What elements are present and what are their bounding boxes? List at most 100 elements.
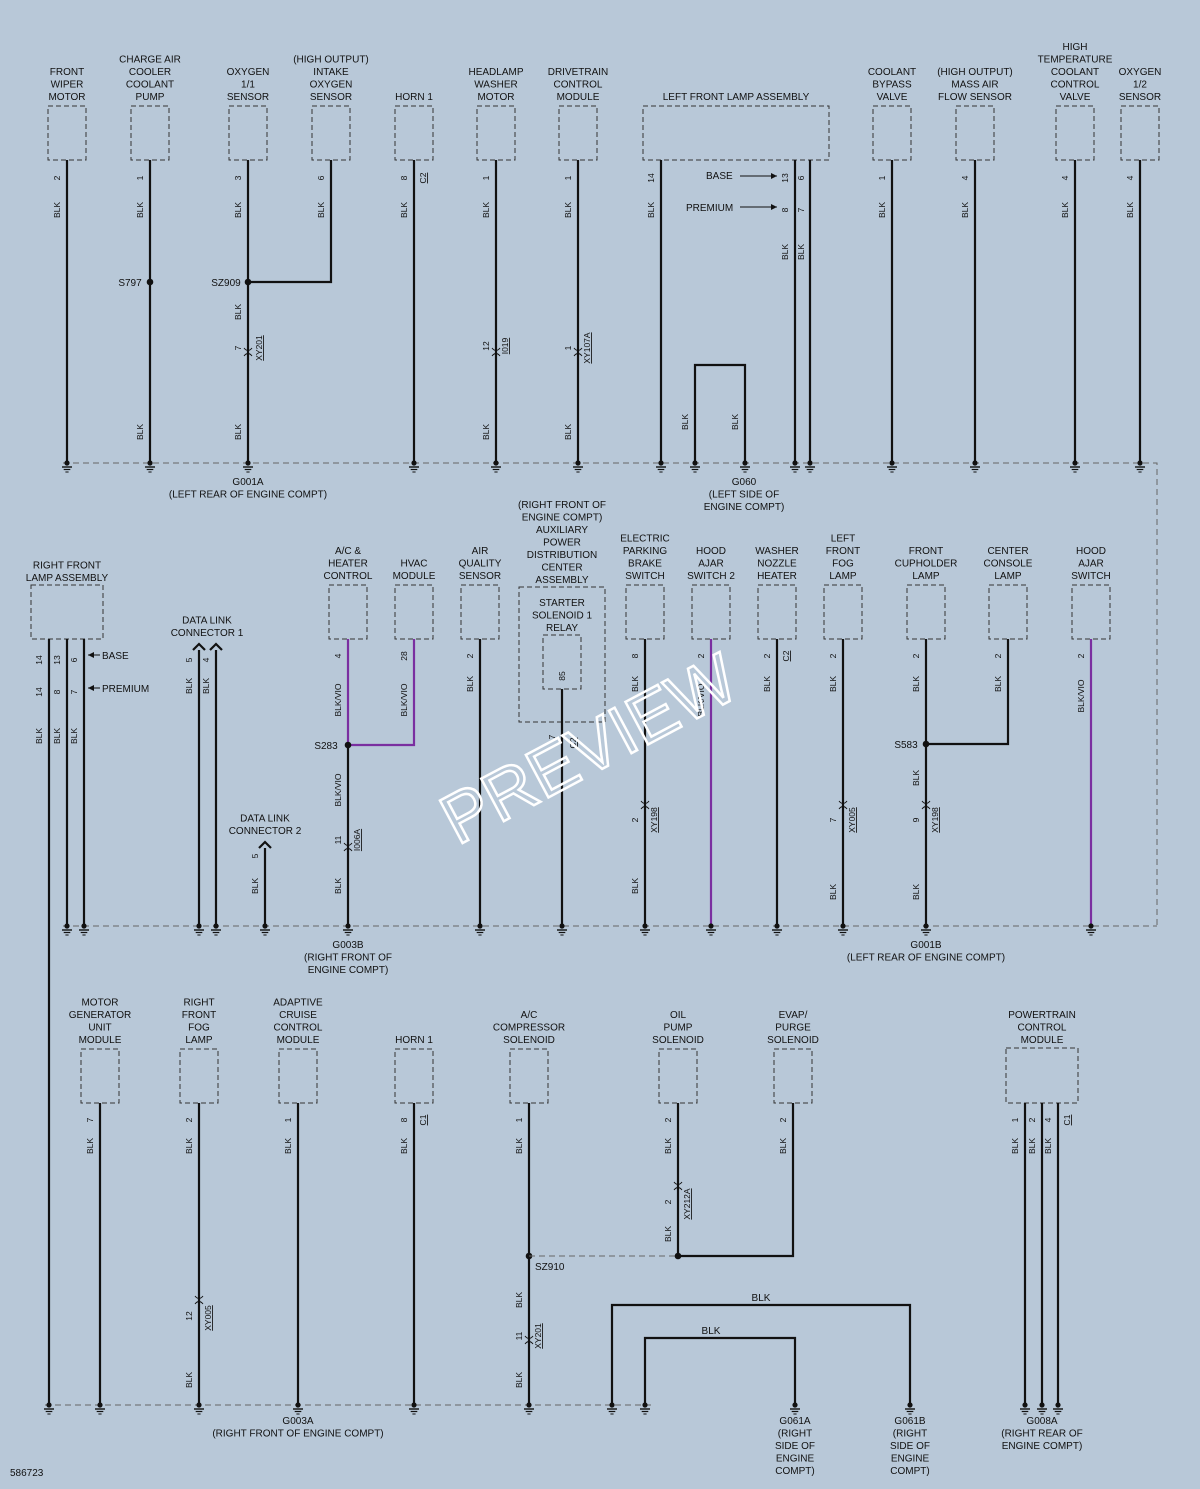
pin-num: 7 bbox=[233, 345, 243, 350]
pin-num: 8 bbox=[399, 175, 409, 180]
ground-icon bbox=[905, 1402, 915, 1415]
acc-box-label-text: MODULE bbox=[277, 1035, 320, 1046]
ground-icon bbox=[1037, 1402, 1047, 1415]
inline-connector-icon bbox=[243, 347, 253, 357]
oxygen_12-box-label-text: SENSOR bbox=[1119, 92, 1161, 103]
splice-s797 bbox=[146, 278, 154, 286]
pin-num: 14 bbox=[34, 687, 44, 697]
ground-node bbox=[411, 460, 417, 466]
pin-num: 11 bbox=[514, 1331, 524, 1340]
pin-num: 5 bbox=[184, 657, 194, 662]
drivetrain-box bbox=[558, 105, 598, 161]
horn-1-top-box-label: HORN 1 bbox=[395, 92, 433, 103]
ground-icon bbox=[194, 1402, 204, 1415]
ground-node bbox=[575, 460, 581, 466]
inline-connector-icon bbox=[573, 347, 583, 357]
evap-box-label-text: PURGE bbox=[775, 1023, 811, 1034]
front-wiper-motor-box bbox=[47, 105, 87, 161]
ground-icon bbox=[573, 460, 583, 473]
maf-box-label-text: MASS AIR bbox=[951, 80, 998, 91]
connector-label: XY107A bbox=[582, 332, 592, 364]
high_temp_valve-box bbox=[1055, 105, 1095, 161]
coolant_bypass-box-label-text: BYPASS bbox=[872, 80, 912, 91]
dlc2-label-text: CONNECTOR 2 bbox=[229, 826, 302, 837]
hood-ajar-2-box-label-text: HOOD bbox=[696, 546, 726, 557]
connector-arc bbox=[194, 1301, 204, 1305]
ground-icon bbox=[1053, 1402, 1063, 1415]
connector-arc bbox=[573, 347, 583, 351]
arrow-head bbox=[771, 204, 777, 210]
ground-label-text: COMPT) bbox=[775, 1466, 814, 1477]
pin-num: 2 bbox=[465, 653, 475, 658]
connector-arc bbox=[524, 1341, 534, 1345]
epb-box-label-text: PARKING bbox=[623, 546, 667, 557]
ground-icon bbox=[690, 460, 700, 473]
wire-label: BLK bbox=[911, 884, 921, 900]
left-fog-box-label-text: FRONT bbox=[826, 546, 860, 557]
splice-sz909-label: SZ909 bbox=[211, 278, 241, 289]
ac-comp-box-label-text: A/C bbox=[521, 1010, 538, 1021]
pin-num: 7 bbox=[85, 1117, 95, 1122]
front-wiper-motor-box-label-text: WIPER bbox=[51, 80, 84, 91]
pin-num: 7 bbox=[796, 207, 806, 212]
ground-icon bbox=[491, 460, 501, 473]
dlc1-pin bbox=[209, 642, 223, 651]
mgu-box-label-text: UNIT bbox=[88, 1023, 111, 1034]
pin-num: 6 bbox=[69, 657, 79, 662]
pin-num: 4 bbox=[1060, 175, 1070, 180]
starter-relay-label-text: SOLENOID 1 bbox=[532, 611, 592, 622]
ground-label-text: G008A bbox=[1026, 1416, 1057, 1427]
intake-oxygen-box-label-text: OXYGEN bbox=[310, 80, 353, 91]
ground-node bbox=[345, 923, 351, 929]
cupholder-box bbox=[906, 584, 946, 640]
ground-node bbox=[411, 1402, 417, 1408]
hood-ajar-box-label-text: AJAR bbox=[1078, 559, 1104, 570]
wire-label: BLK bbox=[52, 202, 62, 218]
splice-s283 bbox=[344, 741, 352, 749]
left-fog-box bbox=[823, 584, 863, 640]
wire-label: BLK bbox=[69, 728, 79, 744]
splice-sz910-label: SZ910 bbox=[535, 1262, 565, 1273]
premium-label: PREMIUM bbox=[686, 203, 733, 214]
ground-label-text: (RIGHT bbox=[778, 1429, 812, 1440]
ground-label-text: (RIGHT FRONT OF bbox=[304, 953, 392, 964]
pin-num: 1 bbox=[563, 175, 573, 180]
ground-node bbox=[147, 460, 153, 466]
acc-box bbox=[278, 1048, 318, 1104]
ground-node bbox=[262, 923, 268, 929]
base-label: BASE bbox=[706, 171, 733, 182]
connector-arc bbox=[194, 1295, 204, 1299]
wire-label: BLK bbox=[796, 244, 806, 260]
headlamp-washer-box bbox=[476, 105, 516, 161]
apdc-label-text: ENGINE COMPT) bbox=[522, 513, 603, 524]
wire-label: BLK bbox=[283, 1138, 293, 1154]
wire-label: BLK bbox=[663, 1138, 673, 1154]
pin-num: 2 bbox=[663, 1117, 673, 1122]
pin-num: 2 bbox=[828, 653, 838, 658]
ground-icon bbox=[887, 460, 897, 473]
ground-node bbox=[1022, 1402, 1028, 1408]
ground-icon bbox=[260, 923, 270, 936]
horn-1-bottom-box-label-text: HORN 1 bbox=[395, 1035, 433, 1046]
wire-label: BLK bbox=[877, 202, 887, 218]
ground-label-text: ENGINE COMPT) bbox=[308, 965, 389, 976]
connector-arc bbox=[243, 353, 253, 357]
apdc-label-text: AUXILIARY bbox=[536, 525, 588, 536]
ground-node bbox=[792, 460, 798, 466]
wire-label: BLK/VIO bbox=[333, 773, 343, 806]
pin-num: 12 bbox=[184, 1311, 194, 1321]
ground-label-text: G001A bbox=[232, 477, 263, 488]
pin-num: 2 bbox=[696, 653, 706, 658]
connector-label: C2 bbox=[418, 172, 428, 183]
pin-num: 2 bbox=[663, 1199, 673, 1204]
ground-icon bbox=[524, 1402, 534, 1415]
washer-nozzle-box-label-text: NOZZLE bbox=[757, 559, 797, 570]
horn-1-bottom-box bbox=[394, 1048, 434, 1104]
